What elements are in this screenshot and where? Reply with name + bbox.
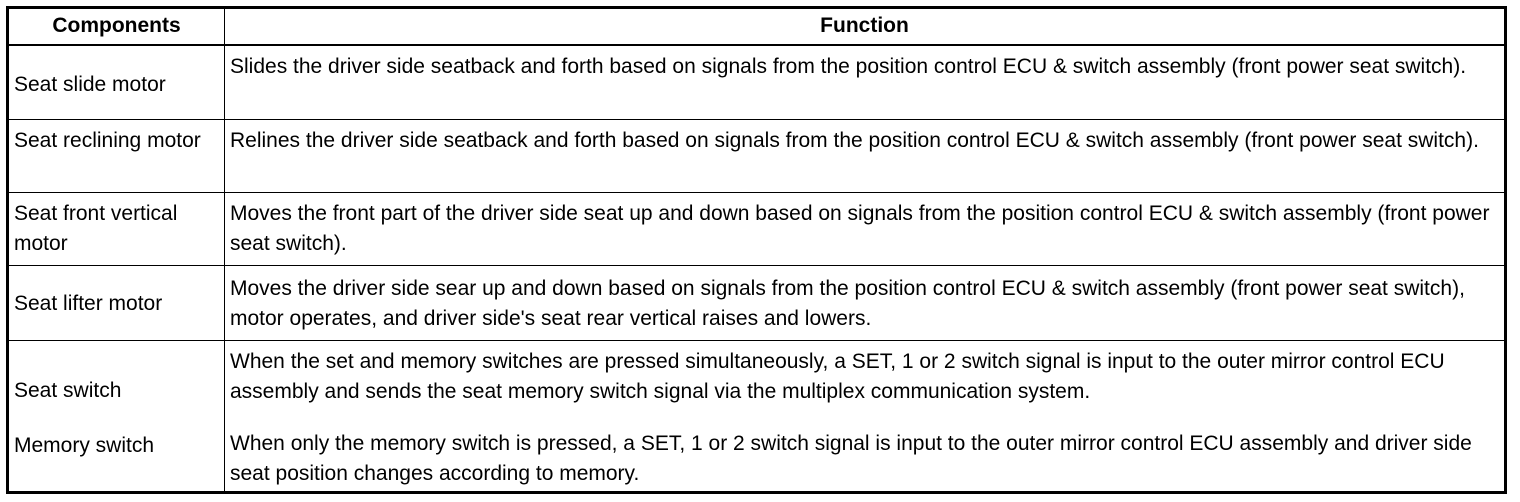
table-row: Seat reclining motor Relines the driver …	[9, 120, 1504, 193]
function-text: Relines the driver side seatback and for…	[230, 129, 1479, 152]
header-components: Components	[52, 14, 181, 37]
component-name-memory-switch: Memory switch	[14, 434, 155, 457]
component-name: Seat lifter motor	[14, 292, 163, 315]
function-cell: Relines the driver side seatback and for…	[225, 120, 1504, 192]
header-components-cell: Components	[9, 9, 225, 44]
table-row: Seat slide motor Slides the driver side …	[9, 46, 1504, 120]
component-cell: Seat reclining motor	[9, 120, 225, 192]
component-cell: Seat slide motor	[9, 46, 225, 119]
table-row: Seat switch Memory switch When the set a…	[9, 341, 1504, 491]
function-text: Moves the front part of the driver side …	[230, 202, 1490, 255]
function-cell: Moves the front part of the driver side …	[225, 193, 1504, 265]
function-text-memory-switch: When only the memory switch is pressed, …	[230, 432, 1472, 485]
header-function: Function	[820, 14, 909, 37]
function-cell: Slides the driver side seatback and fort…	[225, 46, 1504, 119]
function-text-seat-switch: When the set and memory switches are pre…	[230, 350, 1445, 403]
component-name: Seat slide motor	[14, 73, 166, 96]
function-cell: Moves the driver side sear up and down b…	[225, 266, 1504, 340]
component-cell: Seat switch Memory switch	[9, 341, 225, 491]
table-header-row: Components Function	[9, 9, 1504, 46]
component-name: Seat reclining motor	[14, 129, 201, 152]
function-text: Moves the driver side sear up and down b…	[230, 277, 1465, 330]
function-text: Slides the driver side seatback and fort…	[230, 55, 1467, 78]
table-row: Seat lifter motor Moves the driver side …	[9, 266, 1504, 341]
header-function-cell: Function	[225, 9, 1504, 44]
component-name-seat-switch: Seat switch	[14, 379, 122, 402]
table-row: Seat front vertical motor Moves the fron…	[9, 193, 1504, 266]
component-name: Seat front vertical motor	[14, 202, 178, 255]
component-cell: Seat lifter motor	[9, 266, 225, 340]
component-cell: Seat front vertical motor	[9, 193, 225, 265]
function-cell: When the set and memory switches are pre…	[225, 341, 1504, 491]
components-function-table: Components Function Seat slide motor Sli…	[6, 6, 1507, 494]
